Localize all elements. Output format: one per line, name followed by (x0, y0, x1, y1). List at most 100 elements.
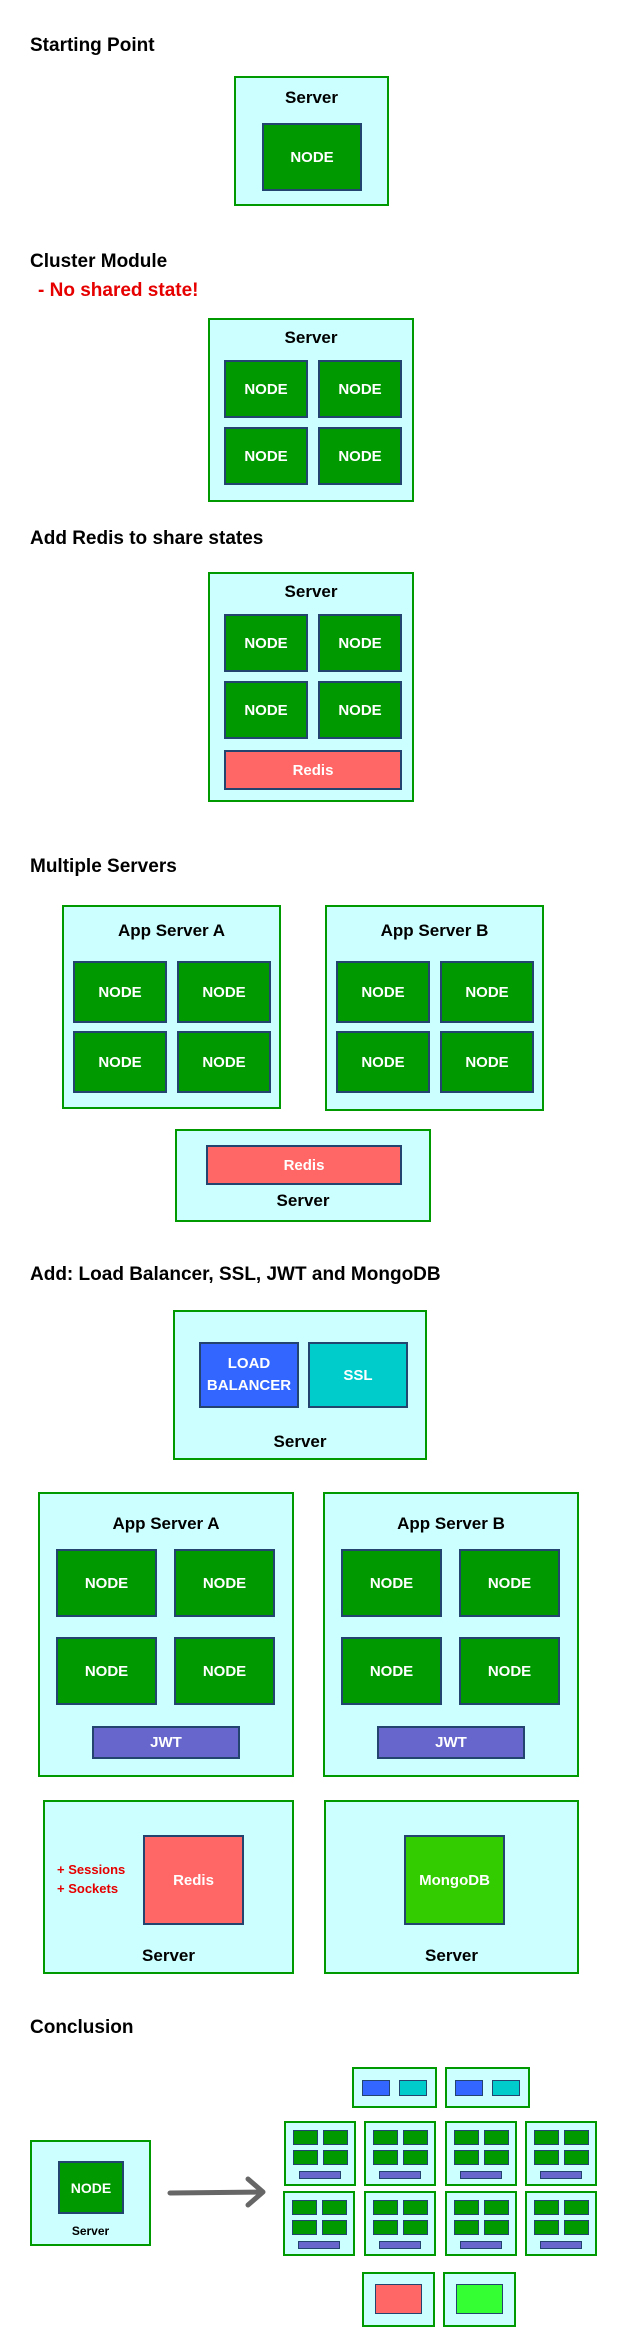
node-process: NODE (318, 427, 402, 485)
app-server-b-label: App Server B (380, 921, 489, 940)
node-process: NODE (58, 2161, 124, 2214)
jwt-auth: JWT (92, 1726, 240, 1759)
redis-store: Redis (224, 750, 402, 790)
mini-load-balancer (455, 2080, 483, 2096)
section-title-starting-point: Starting Point (30, 35, 155, 56)
node-process: NODE (318, 681, 402, 739)
mini-node (322, 2220, 347, 2235)
mini-node (534, 2130, 559, 2145)
arrow-right-icon (167, 2176, 266, 2208)
mini-app-server (364, 2121, 436, 2186)
node-process: NODE (73, 1031, 167, 1093)
node-process: NODE (336, 961, 430, 1023)
node-process: NODE (341, 1549, 442, 1617)
mini-mongodb (456, 2284, 503, 2314)
mini-node (403, 2130, 428, 2145)
node-process: NODE (459, 1637, 560, 1705)
mongodb-server-box: MongoDB Server (324, 1800, 579, 1974)
app-server-b-box: App Server B NODE NODE NODE NODE JWT (323, 1492, 579, 1777)
mini-node (373, 2200, 398, 2215)
server-box: Server NODE NODE NODE NODE (208, 318, 414, 502)
node-process: NODE (341, 1637, 442, 1705)
mini-app-server (283, 2191, 355, 2256)
app-server-a-label: App Server A (112, 1514, 220, 1533)
node-process: NODE (459, 1549, 560, 1617)
mini-node (564, 2200, 589, 2215)
server-label: Server (425, 1946, 478, 1965)
mini-mongodb-server (443, 2272, 516, 2327)
section-title-conclusion: Conclusion (30, 2017, 134, 2038)
node-process: NODE (177, 961, 271, 1023)
node-process: NODE (440, 1031, 534, 1093)
mini-app-server (525, 2191, 597, 2256)
mini-node (323, 2150, 348, 2165)
mini-app-server (445, 2191, 517, 2256)
mini-node (564, 2150, 589, 2165)
mini-node (322, 2200, 347, 2215)
server-label: Server (273, 1432, 327, 1451)
mini-node (454, 2130, 479, 2145)
mini-node (292, 2200, 317, 2215)
mongodb-database: MongoDB (404, 1835, 505, 1925)
mini-node (534, 2220, 559, 2235)
node-process: NODE (174, 1637, 275, 1705)
mini-node (484, 2150, 509, 2165)
node-process: NODE (262, 123, 362, 191)
redis-store: Redis (206, 1145, 402, 1185)
mini-node (293, 2130, 318, 2145)
server-label: Server (142, 1946, 195, 1965)
load-balancer: LOAD BALANCER (199, 1342, 299, 1408)
node-process: NODE (174, 1549, 275, 1617)
ssl-termination: SSL (308, 1342, 408, 1408)
mini-node (564, 2130, 589, 2145)
mini-node (403, 2200, 428, 2215)
server-label: Server (276, 1191, 330, 1210)
mini-node (293, 2150, 318, 2165)
server-label: Server (284, 328, 338, 347)
mini-jwt (460, 2171, 502, 2179)
node-process: NODE (318, 614, 402, 672)
mini-node (484, 2200, 509, 2215)
mini-redis-server (362, 2272, 435, 2327)
mini-app-server (445, 2121, 517, 2186)
mini-jwt (379, 2241, 421, 2249)
mini-edge-server (352, 2067, 437, 2108)
mini-node (454, 2150, 479, 2165)
mini-node (454, 2220, 479, 2235)
mini-app-server (364, 2191, 436, 2256)
node-process: NODE (56, 1637, 157, 1705)
node-process: NODE (177, 1031, 271, 1093)
mini-node (484, 2220, 509, 2235)
node-process: NODE (440, 961, 534, 1023)
mini-jwt (540, 2171, 582, 2179)
edge-server-box: LOAD BALANCER SSL Server (173, 1310, 427, 1460)
app-server-b-label: App Server B (397, 1514, 505, 1533)
app-server-b-box: App Server B NODE NODE NODE NODE (325, 905, 544, 1111)
mini-node (454, 2200, 479, 2215)
node-process: NODE (336, 1031, 430, 1093)
node-process: NODE (73, 961, 167, 1023)
mini-jwt (540, 2241, 582, 2249)
mini-ssl (399, 2080, 427, 2096)
mini-jwt (298, 2241, 340, 2249)
mini-node (292, 2220, 317, 2235)
server-box: Server NODE NODE NODE NODE Redis (208, 572, 414, 802)
mini-node (373, 2150, 398, 2165)
mini-node (403, 2220, 428, 2235)
node-process: NODE (56, 1549, 157, 1617)
mini-node (534, 2150, 559, 2165)
app-server-a-box: App Server A NODE NODE NODE NODE JWT (38, 1492, 294, 1777)
node-process: NODE (224, 614, 308, 672)
sessions-note: + Sessions (57, 1862, 126, 1877)
node-process: NODE (224, 360, 308, 418)
section-subtitle-no-shared-state: - No shared state! (38, 280, 199, 301)
server-label: Server (285, 88, 338, 107)
mini-node (373, 2130, 398, 2145)
app-server-a-box: App Server A NODE NODE NODE NODE (62, 905, 281, 1109)
redis-server-box: + Sessions + Sockets Redis Server (43, 1800, 294, 1974)
redis-store: Redis (143, 1835, 244, 1925)
section-title-add-redis: Add Redis to share states (30, 528, 264, 549)
node-process: NODE (224, 681, 308, 739)
section-title-cluster-module: Cluster Module (30, 251, 168, 272)
sockets-note: + Sockets (57, 1881, 119, 1896)
